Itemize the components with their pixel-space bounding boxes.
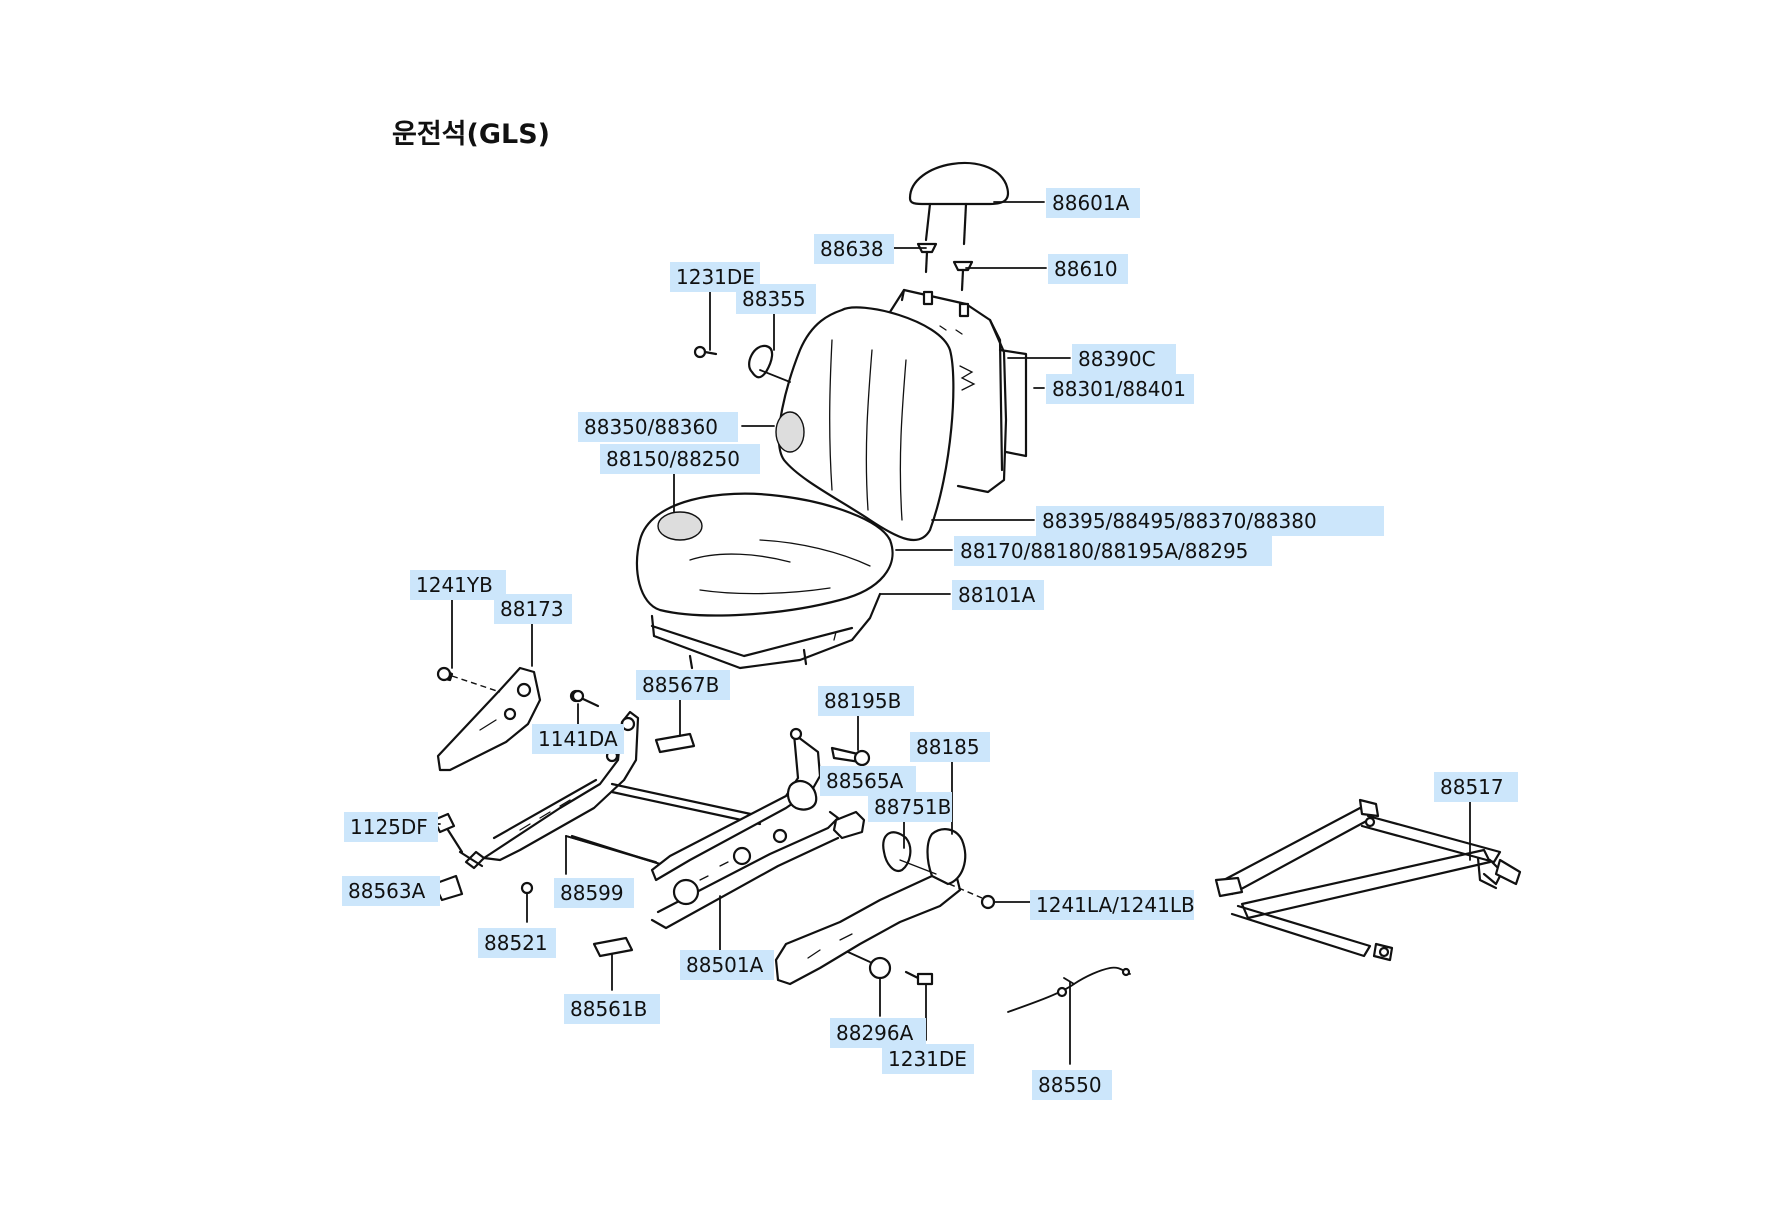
callout-88521[interactable]: 88521 [478, 928, 556, 958]
callout-88601A[interactable]: 88601A [1046, 188, 1140, 218]
callout-88390C[interactable]: 88390C [1072, 344, 1176, 374]
callout-88355[interactable]: 88355 [736, 284, 816, 314]
small-parts-drawing [432, 666, 696, 958]
seat-rail-frame-drawing [1214, 798, 1522, 962]
callout-88350-88360[interactable]: 88350/88360 [578, 412, 738, 442]
page-title: 운전석(GLS) [392, 119, 551, 150]
cap-88565A-drawing [832, 810, 866, 840]
headrest-guides-drawing [916, 242, 974, 292]
callout-88173[interactable]: 88173 [494, 594, 572, 624]
callout-88565A[interactable]: 88565A [820, 766, 916, 796]
callout-88751B[interactable]: 88751B [868, 792, 952, 822]
callout-88501A[interactable]: 88501A [680, 950, 774, 980]
back-frame-drawing [888, 288, 1028, 494]
callout-88170-88180-88195A-88295[interactable]: 88170/88180/88195A/88295 [954, 536, 1272, 566]
left-recliner-drawing [436, 666, 542, 772]
leader-lines [435, 201, 1471, 1065]
callout-88395-88495-88370-88380[interactable]: 88395/88495/88370/88380 [1036, 506, 1384, 536]
callout-88517[interactable]: 88517 [1434, 772, 1518, 802]
callout-88101A[interactable]: 88101A [952, 580, 1044, 610]
seatback-drawing [775, 295, 955, 541]
callout-88550[interactable]: 88550 [1032, 1070, 1112, 1100]
callout-88296A[interactable]: 88296A [830, 1018, 926, 1048]
callout-88638[interactable]: 88638 [814, 234, 894, 264]
callout-1231DE-bottom[interactable]: 1231DE [882, 1044, 974, 1074]
seat-cushion-drawing [635, 492, 894, 617]
callout-88599[interactable]: 88599 [554, 878, 634, 908]
callout-1141DA[interactable]: 1141DA [532, 724, 624, 754]
cushion-frame-drawing [650, 592, 882, 670]
headrest-drawing [908, 161, 1010, 246]
callout-88150-88250[interactable]: 88150/88250 [600, 444, 760, 474]
callout-88610[interactable]: 88610 [1048, 254, 1128, 284]
recline-lever-drawing [693, 344, 791, 383]
callout-1241LA-1241LB[interactable]: 1241LA/1241LB [1030, 890, 1195, 920]
side-shield-drawing [774, 828, 967, 986]
callout-88185[interactable]: 88185 [910, 732, 990, 762]
callout-88301-88401[interactable]: 88301/88401 [1046, 374, 1194, 404]
callout-88561B[interactable]: 88561B [564, 994, 660, 1024]
callout-1125DF[interactable]: 1125DF [344, 812, 438, 842]
right-track-drawing [650, 727, 840, 930]
bolt-88195B-drawing [830, 746, 871, 767]
callout-1241YB[interactable]: 1241YB [410, 570, 506, 600]
callout-88195B[interactable]: 88195B [818, 686, 914, 716]
washer-88296A-drawing [847, 951, 934, 986]
callout-88567B[interactable]: 88567B [636, 670, 730, 700]
callout-88563A[interactable]: 88563A [342, 876, 440, 906]
cable-88550-drawing [1007, 966, 1131, 1013]
